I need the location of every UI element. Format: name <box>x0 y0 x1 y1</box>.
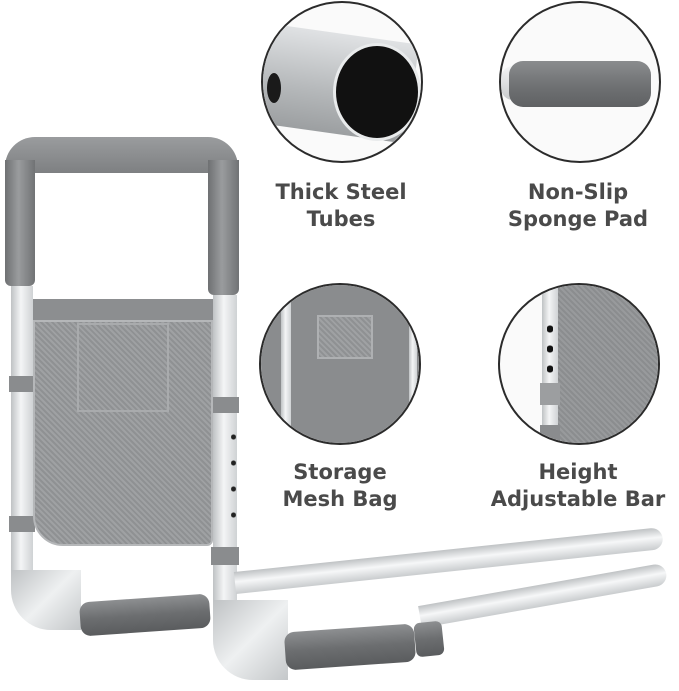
feature-label-adjustable-bar: Height Adjustable Bar <box>478 459 678 513</box>
base-frame-rail-lower <box>418 562 669 628</box>
left-base-curve <box>11 570 81 630</box>
label-line1: Thick Steel <box>275 180 407 204</box>
feature-label-sponge-pad: Non-Slip Sponge Pad <box>478 179 678 233</box>
feature-label-mesh-bag: Storage Mesh Bag <box>240 459 440 513</box>
foam-pad-right <box>283 623 417 671</box>
strap-band <box>211 397 239 413</box>
tube-hole <box>267 73 281 103</box>
strap-band <box>9 376 35 392</box>
handle-grip-right <box>208 160 239 295</box>
feature-label-steel-tubes: Thick Steel Tubes <box>241 179 441 233</box>
strap-band <box>540 425 560 441</box>
label-line2: Sponge Pad <box>507 207 649 231</box>
adjustment-holes <box>231 432 236 522</box>
strap-band <box>540 383 560 405</box>
handle-grip-left <box>5 160 35 286</box>
tube-connector <box>413 620 445 658</box>
feature-circle-mesh-bag <box>259 283 421 445</box>
mesh-bag-pocket <box>77 323 169 412</box>
bag-frame-tube <box>281 285 291 443</box>
label-line2: Tubes <box>306 207 376 231</box>
label-line1: Non-Slip <box>527 180 629 204</box>
feature-circle-adjustable-bar <box>498 283 660 445</box>
feature-circle-sponge-pad <box>499 1 661 163</box>
feature-circle-steel-tubes <box>261 1 423 163</box>
label-line2: Mesh Bag <box>282 487 398 511</box>
left-upright-tube <box>11 286 33 586</box>
mesh-pocket-icon <box>317 315 373 359</box>
handle-grip-top <box>5 137 238 173</box>
sponge-pad-icon <box>509 61 651 107</box>
tube-opening <box>333 43 421 141</box>
mesh-panel-closeup <box>555 285 658 443</box>
right-base-curve <box>213 600 288 680</box>
bag-frame-tube <box>409 285 417 443</box>
strap-band <box>211 547 239 565</box>
bed-rail-product-image <box>0 0 288 691</box>
adjustment-holes <box>547 325 553 385</box>
strap-band <box>9 516 35 532</box>
label-line2: Adjustable Bar <box>490 487 666 511</box>
label-line1: Height <box>538 460 618 484</box>
label-line1: Storage <box>293 460 387 484</box>
